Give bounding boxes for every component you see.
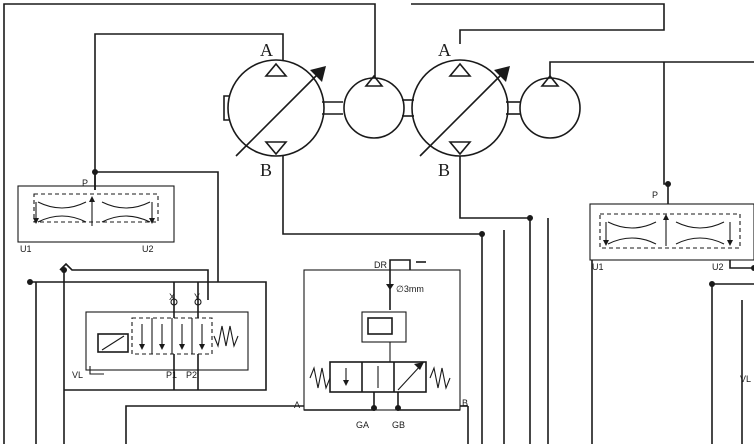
right-pump-port-b-label: B	[438, 160, 450, 180]
lower-feed-line	[125, 405, 469, 444]
servo-orifice-label: ∅3mm	[396, 284, 424, 294]
servo-valve-block: DR ∅3mm A B GA GB	[294, 259, 468, 430]
right-valve-port-p-label: P	[652, 190, 658, 200]
servo-port-a-label: A	[294, 400, 300, 410]
left-pump-port-b-label: B	[260, 160, 272, 180]
right-edge-vl-label: VL	[740, 374, 751, 384]
left-valve-block: P U1 U2	[17, 169, 219, 282]
right-valve-port-u2-label: U2	[712, 262, 724, 272]
right-charge-pump	[519, 61, 754, 139]
servo-port-ga-label: GA	[356, 420, 369, 430]
servo-port-b-label: B	[462, 398, 468, 408]
right-valve-port-u1-label: U1	[592, 262, 604, 272]
left-connecting-lines	[27, 262, 267, 444]
servo-port-gb-label: GB	[392, 420, 405, 430]
control-port-y-label: Y	[194, 292, 200, 302]
left-valve-port-u1-label: U1	[20, 244, 32, 254]
left-charge-pump	[343, 74, 414, 139]
control-port-p2-label: P2	[186, 370, 197, 380]
control-port-x-label: X	[169, 292, 175, 302]
control-port-vl-label: VL	[72, 370, 83, 380]
frame-lines	[3, 3, 665, 444]
left-valve-port-u2-label: U2	[142, 244, 154, 254]
right-edge-partial: VL	[740, 300, 751, 444]
right-valve-block: P U1 U2	[589, 62, 754, 444]
left-pump-port-a-label: A	[260, 40, 273, 60]
control-block: X Y VL P1 P2	[72, 292, 249, 390]
right-pump-port-a-label: A	[438, 40, 451, 60]
control-port-p1-label: P1	[166, 370, 177, 380]
left-variable-pump: A B	[223, 40, 343, 180]
servo-port-dr-label: DR	[374, 260, 387, 270]
left-valve-port-p-label: P	[82, 178, 88, 188]
pump-b-lines	[282, 156, 549, 444]
right-variable-pump: A B	[411, 40, 520, 180]
